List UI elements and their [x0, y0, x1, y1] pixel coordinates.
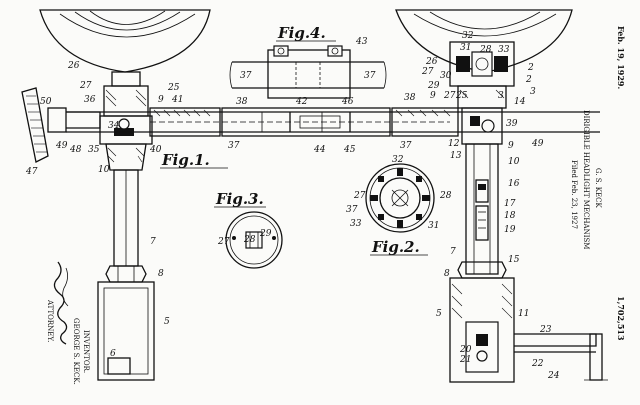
- attorney-line: ATTORNEY.: [46, 299, 54, 342]
- ref-49-right: 49: [531, 139, 544, 149]
- ref-38-left: 38: [236, 97, 248, 107]
- ref-28-wheel: 28: [439, 191, 452, 201]
- ref-3-top: 3: [530, 87, 536, 97]
- ref-41: 41: [171, 95, 183, 105]
- ref-29-right: 29: [427, 81, 440, 91]
- patent-date: Feb. 19, 1929.: [616, 26, 626, 89]
- ref-13: 13: [450, 151, 462, 161]
- connecting-rod: [66, 107, 600, 137]
- fig2-wheel: [365, 163, 435, 233]
- ref-19: 19: [504, 225, 516, 235]
- ref-32-head: 32: [462, 31, 474, 41]
- ref-25: 25: [167, 83, 180, 93]
- ref-7-right: 7: [450, 247, 456, 257]
- ref-45: 45: [343, 145, 356, 155]
- ref-16: 16: [508, 179, 520, 189]
- ref-2-mid: 2: [525, 75, 532, 85]
- fig3-disk: [225, 211, 283, 269]
- ref-37-mid: 37: [228, 141, 240, 151]
- ref-29: 29: [259, 229, 272, 239]
- filed-date: Filed Feb. 23, 1927: [570, 160, 578, 229]
- ref-28-head: 28: [479, 45, 492, 55]
- signature-block: INVENTOR. GEORGE S. KECK. ATTORNEY.: [46, 261, 90, 385]
- ref-33-head: 33: [498, 45, 510, 55]
- ref-28-disk: 28: [243, 235, 256, 245]
- header-block: Feb. 19, 1929. G. S. KECK DIRIGIBLE HEAD…: [570, 26, 626, 341]
- ref-21: 21: [459, 355, 471, 365]
- ref-43: 43: [355, 37, 368, 47]
- ref-33: 33: [350, 219, 362, 229]
- ref-22: 22: [531, 359, 544, 369]
- fig3-label: Fig.3.: [215, 190, 264, 208]
- ref-47: 47: [25, 167, 38, 177]
- ref-31-head: 31: [460, 43, 471, 53]
- ref-27: 27: [79, 81, 92, 91]
- ref-36: 36: [84, 95, 96, 105]
- fig4-detail: [229, 45, 387, 99]
- ref-26-right: 26: [425, 57, 438, 67]
- ref-27-disk: 27: [217, 237, 230, 247]
- fig2-label: Fig.2.: [371, 238, 420, 256]
- ref-44: 44: [313, 145, 326, 155]
- ref-37-fig4-right: 37: [364, 71, 376, 81]
- ref-9: 9: [158, 95, 164, 105]
- inventor-name: GEORGE S. KECK.: [72, 318, 80, 385]
- ref-37-fig4-left: 37: [240, 71, 252, 81]
- ref-39: 39: [506, 119, 518, 129]
- ref-35: 35: [88, 145, 100, 155]
- ref-42: 42: [295, 97, 308, 107]
- patent-title: DIRIGIBLE HEADLIGHT MECHANISM: [582, 110, 590, 249]
- ref-25-right: 25: [455, 91, 468, 101]
- fig4-label: Fig.4.: [277, 24, 326, 42]
- ref-11: 11: [518, 309, 529, 319]
- ref-17: 17: [504, 199, 516, 209]
- ref-38-right: 38: [404, 93, 416, 103]
- ref-23: 23: [539, 325, 552, 335]
- reference-numerals: 26 27 25 50 36 9 41 34 49 48 35 40 10 47…: [25, 31, 560, 381]
- ref-20: 20: [459, 345, 472, 355]
- ref-27-right2: 27: [443, 91, 456, 101]
- ref-12: 12: [448, 139, 460, 149]
- ref-24: 24: [547, 371, 560, 381]
- ref-37-wheel: 37: [346, 205, 358, 215]
- ref-46: 46: [341, 97, 354, 107]
- ref-3-mid: 3: [498, 91, 504, 101]
- ref-8-left: 8: [158, 269, 164, 279]
- ref-30: 30: [440, 71, 452, 81]
- ref-18: 18: [504, 211, 516, 221]
- ref-14: 14: [514, 97, 526, 107]
- ref-9-right: 9: [430, 91, 436, 101]
- ref-49: 49: [55, 141, 68, 151]
- ref-26: 26: [67, 61, 80, 71]
- ref-31: 31: [428, 221, 439, 231]
- ref-32-wheel: 32: [392, 155, 404, 165]
- ref-34: 34: [108, 121, 120, 131]
- inventor-header: G. S. KECK: [594, 168, 602, 208]
- attorney-signature: [53, 261, 68, 345]
- right-headlight-assembly: [395, 9, 608, 383]
- ref-2-top: 2: [527, 63, 534, 73]
- inventor-line: INVENTOR.: [82, 330, 90, 373]
- ref-10-right: 10: [508, 157, 520, 167]
- ref-9-lower: 9: [508, 141, 514, 151]
- ref-10-left: 10: [98, 165, 110, 175]
- ref-50: 50: [40, 97, 52, 107]
- fig1-label: Fig.1.: [161, 151, 210, 169]
- patent-number: 1,702,513: [616, 296, 626, 341]
- ref-48: 48: [69, 145, 82, 155]
- left-lamp-bowl: [39, 9, 211, 73]
- ref-27-wheel: 27: [353, 191, 366, 201]
- ref-5-right: 5: [436, 309, 442, 319]
- ref-27-right: 27: [421, 67, 434, 77]
- ref-40: 40: [149, 145, 162, 155]
- ref-37-right: 37: [400, 141, 412, 151]
- ref-15: 15: [508, 255, 520, 265]
- ref-7-left: 7: [150, 237, 156, 247]
- ref-6: 6: [110, 349, 116, 359]
- ref-8-right: 8: [444, 269, 450, 279]
- ref-5-left: 5: [164, 317, 170, 327]
